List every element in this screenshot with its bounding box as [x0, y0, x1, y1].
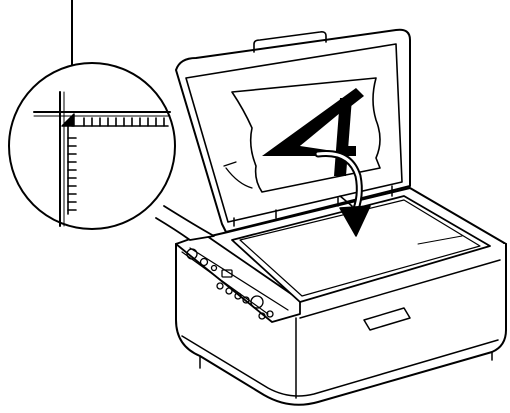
- vertical-ruler: [67, 125, 77, 215]
- horizontal-ruler: [71, 117, 169, 127]
- magnified-corner-callout: [8, 62, 176, 230]
- curved-arrow-icon: [314, 149, 371, 237]
- corner-alignment-mark-icon: [61, 113, 75, 127]
- control-buttons: [186, 248, 274, 320]
